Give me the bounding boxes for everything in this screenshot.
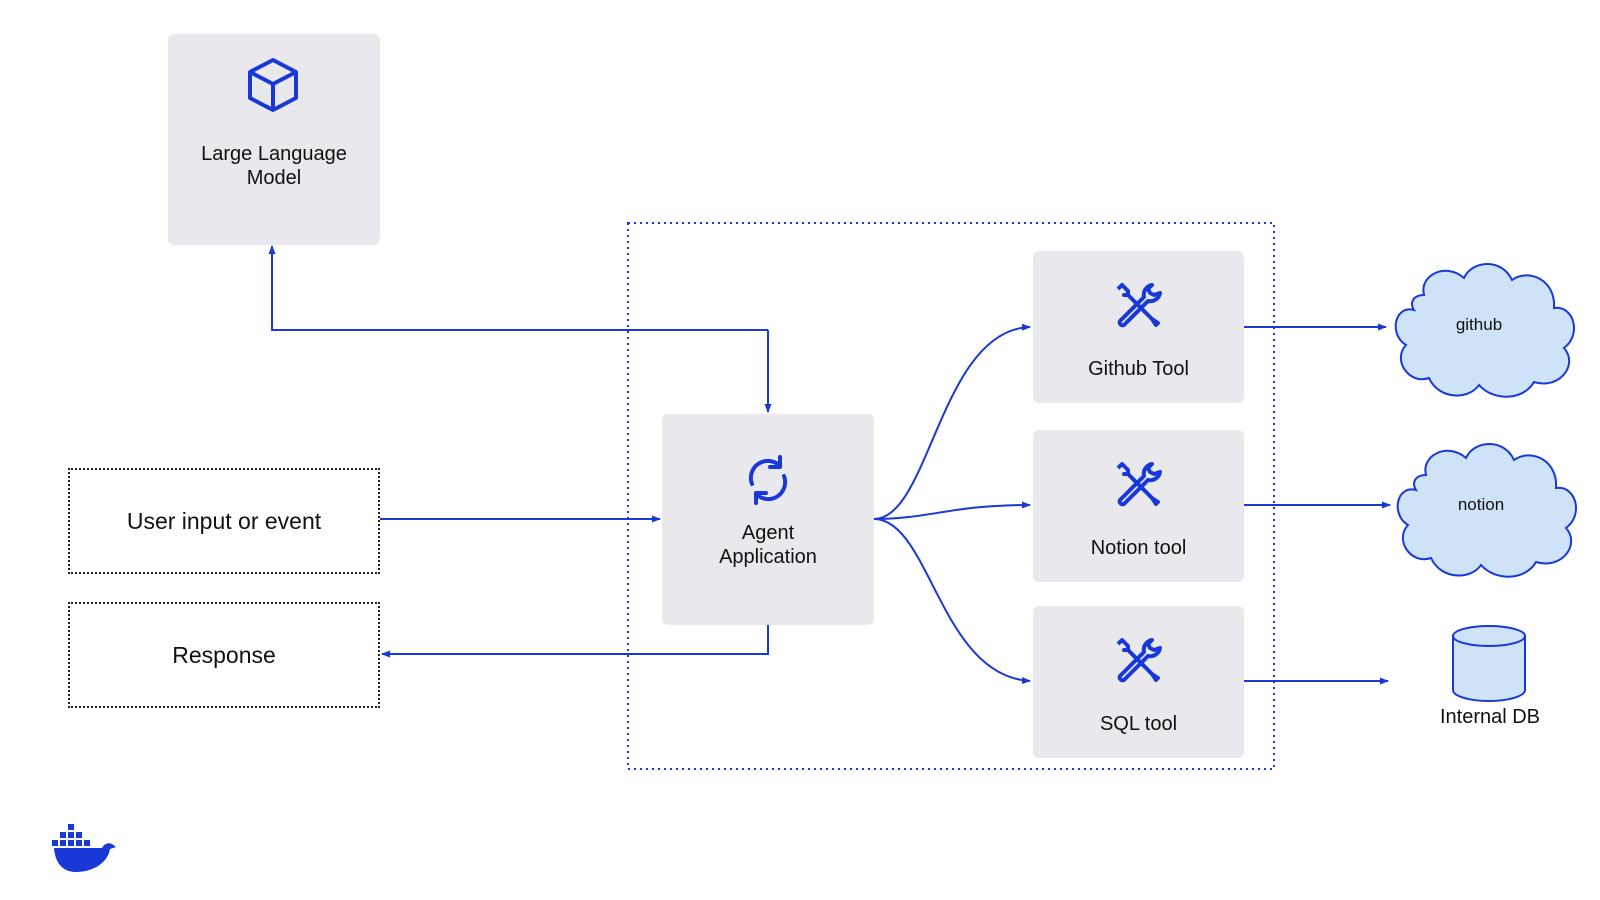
cube-icon [248, 58, 298, 112]
arrow-agent-to-notion [873, 501, 1031, 520]
github-cloud-shape [1394, 263, 1575, 398]
response-node: Response [68, 602, 380, 708]
llm-label: Large Language Model [201, 143, 347, 189]
agent-boundary [627, 222, 1275, 770]
docker-whale-icon [52, 824, 116, 872]
tools-icon [1116, 462, 1162, 507]
notion-tool-label: Notion tool [1090, 537, 1187, 559]
arrow-agent-to-github [873, 323, 1031, 520]
tools-icon [1116, 283, 1162, 328]
github-tool-label: Github Tool [1088, 358, 1189, 380]
notion-cloud-label: notion [1457, 495, 1505, 514]
arrow-agent-to-llm [268, 245, 768, 331]
llm-node: Large Language Model [168, 34, 380, 245]
response-label: Response [172, 641, 276, 668]
tools-icon [1116, 638, 1162, 683]
github-cloud-label: github [1455, 315, 1503, 334]
user-input-node: User input or event [68, 468, 380, 574]
github-tool-node: Github Tool [1033, 251, 1244, 403]
internal-db-label: Internal DB [1439, 706, 1541, 728]
sql-tool-label: SQL tool [1099, 713, 1178, 735]
sql-tool-node: SQL tool [1033, 606, 1244, 758]
agent-label: Agent Application [719, 522, 817, 568]
refresh-cycle-icon [748, 455, 788, 505]
notion-tool-node: Notion tool [1033, 430, 1244, 582]
user-input-label: User input or event [126, 507, 322, 534]
notion-cloud-shape [1396, 443, 1577, 578]
agent-application-node: Agent Application [662, 414, 874, 625]
arrow-agent-to-sql [873, 518, 1031, 685]
database-icon [1452, 625, 1526, 702]
